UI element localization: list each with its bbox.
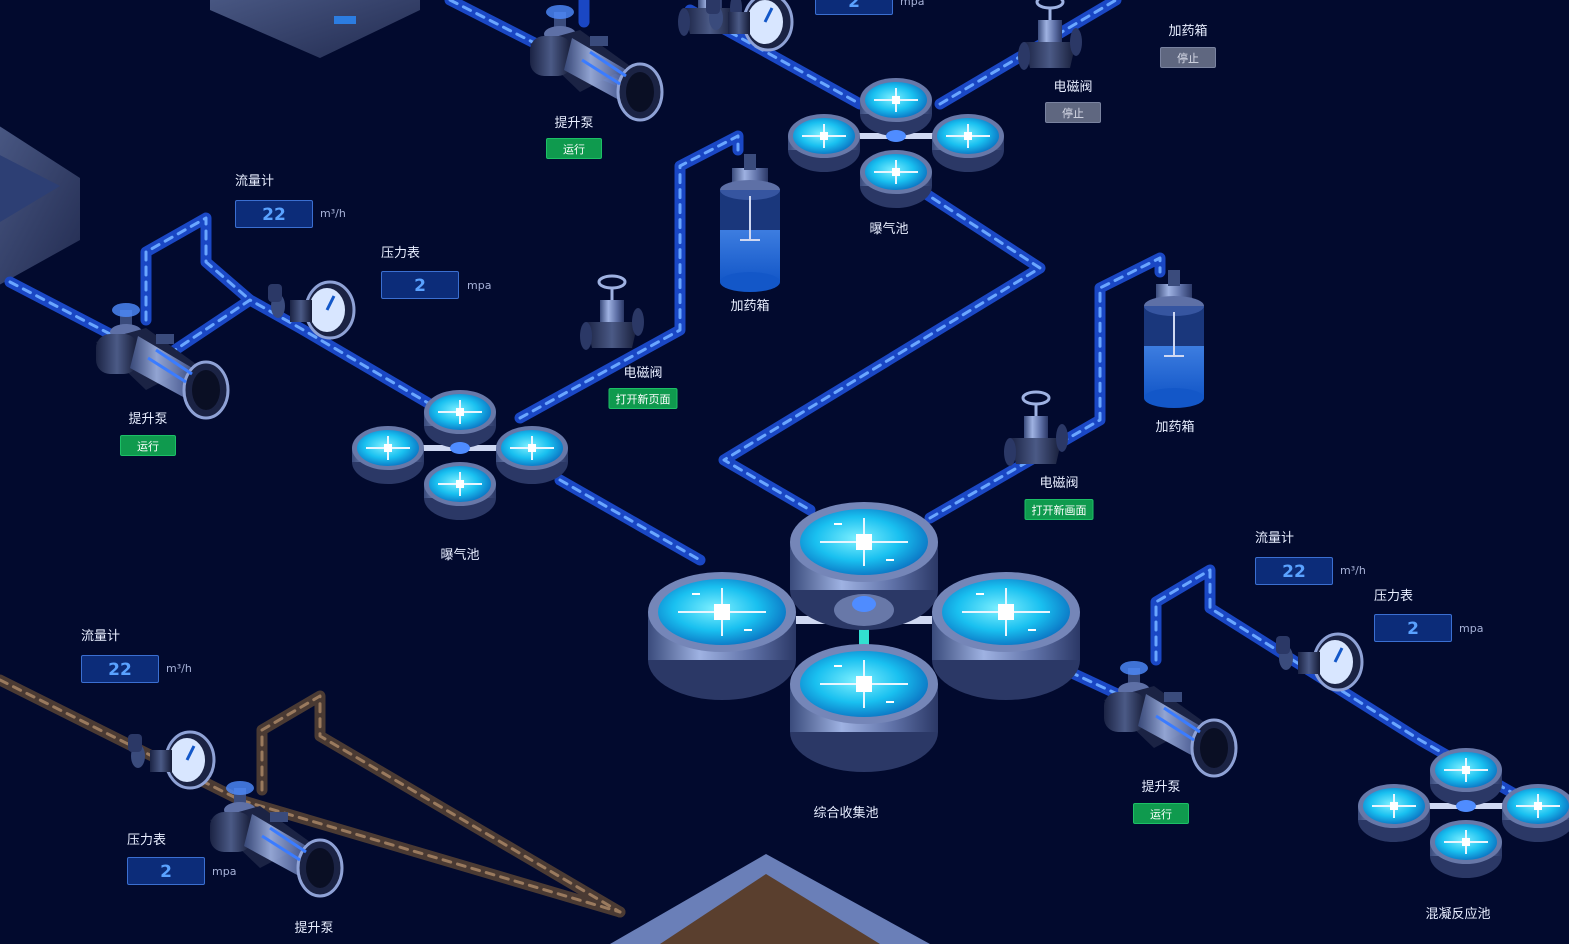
dosing-top-right-label: 加药箱 [1168, 24, 1208, 39]
building-block [210, 0, 420, 58]
pump-top-label: 提升泵 [554, 116, 594, 131]
valve-icon[interactable] [578, 274, 646, 352]
pump-left-label: 提升泵 [128, 412, 168, 427]
pressure-right-label: 压力表 [1374, 589, 1414, 604]
aeration-tank-icon[interactable] [1358, 748, 1569, 878]
pump-left-status-button[interactable]: 运行 [120, 435, 176, 456]
flow-bottom-left-value: 22 [81, 655, 159, 683]
pump-top-status-button[interactable]: 运行 [546, 138, 602, 159]
pump-icon[interactable] [94, 301, 230, 420]
pressure-right-value: 2 [1374, 614, 1452, 642]
dosing-top-right-status-button[interactable]: 停止 [1160, 47, 1216, 68]
pressure-gauge-icon [266, 280, 356, 340]
aeration-top-label: 曝气池 [869, 222, 909, 237]
valve-top-right-status-button[interactable]: 停止 [1045, 102, 1101, 123]
clarifier-tank-icon[interactable] [647, 501, 1081, 773]
pressure-bottom-left-label: 压力表 [127, 833, 167, 848]
flow-bottom-left-unit: m³/h [166, 662, 192, 675]
valve-mid-open-page-button[interactable]: 打开新页面 [608, 388, 678, 409]
pump-icon[interactable] [528, 3, 664, 122]
pressure-bottom-left-value: 2 [127, 857, 205, 885]
pressure-gauge-icon [126, 730, 216, 790]
pump-right-label: 提升泵 [1141, 780, 1181, 795]
flow-right-value: 22 [1255, 557, 1333, 585]
valve-right-open-screen-button[interactable]: 打开新画面 [1024, 499, 1094, 520]
valve-icon[interactable] [1002, 390, 1070, 468]
dosing-tank-icon[interactable] [719, 153, 781, 293]
dosing-tank-icon[interactable] [1143, 269, 1205, 409]
flow-left-value: 22 [235, 200, 313, 228]
pressure-left-label: 压力表 [381, 246, 421, 261]
flow-left-label: 流量计 [235, 174, 275, 189]
pipe-network [0, 0, 1566, 918]
valve-mid-label: 电磁阀 [623, 366, 663, 381]
aeration-tank-icon[interactable] [788, 78, 1004, 208]
pressure-bottom-left-unit: mpa [212, 865, 237, 878]
coag-tank-label: 混凝反应池 [1425, 907, 1491, 922]
valve-top-right-label: 电磁阀 [1053, 80, 1093, 95]
valve-icon[interactable] [1016, 0, 1084, 72]
flow-right-unit: m³/h [1340, 564, 1366, 577]
pump-right-status-button[interactable]: 运行 [1133, 803, 1189, 824]
top-partial-unit: mpa [900, 0, 925, 8]
top-partial-value: 2 [815, 0, 893, 15]
dosing-top-label: 加药箱 [730, 299, 770, 314]
pump-icon[interactable] [1102, 659, 1238, 778]
flow-bottom-left-label: 流量计 [81, 629, 121, 644]
pressure-left-unit: mpa [467, 279, 492, 292]
flow-left-unit: m³/h [320, 207, 346, 220]
flow-right-label: 流量计 [1255, 531, 1295, 546]
collection-tank-label: 综合收集池 [813, 806, 879, 821]
valve-right-label: 电磁阀 [1039, 476, 1079, 491]
pressure-left-value: 2 [381, 271, 459, 299]
pressure-right-unit: mpa [1459, 622, 1484, 635]
pressure-gauge-icon [1274, 632, 1364, 692]
pump-bottom-label: 提升泵 [294, 921, 334, 936]
dosing-right-label: 加药箱 [1155, 420, 1195, 435]
aeration-mid-label: 曝气池 [440, 548, 480, 563]
